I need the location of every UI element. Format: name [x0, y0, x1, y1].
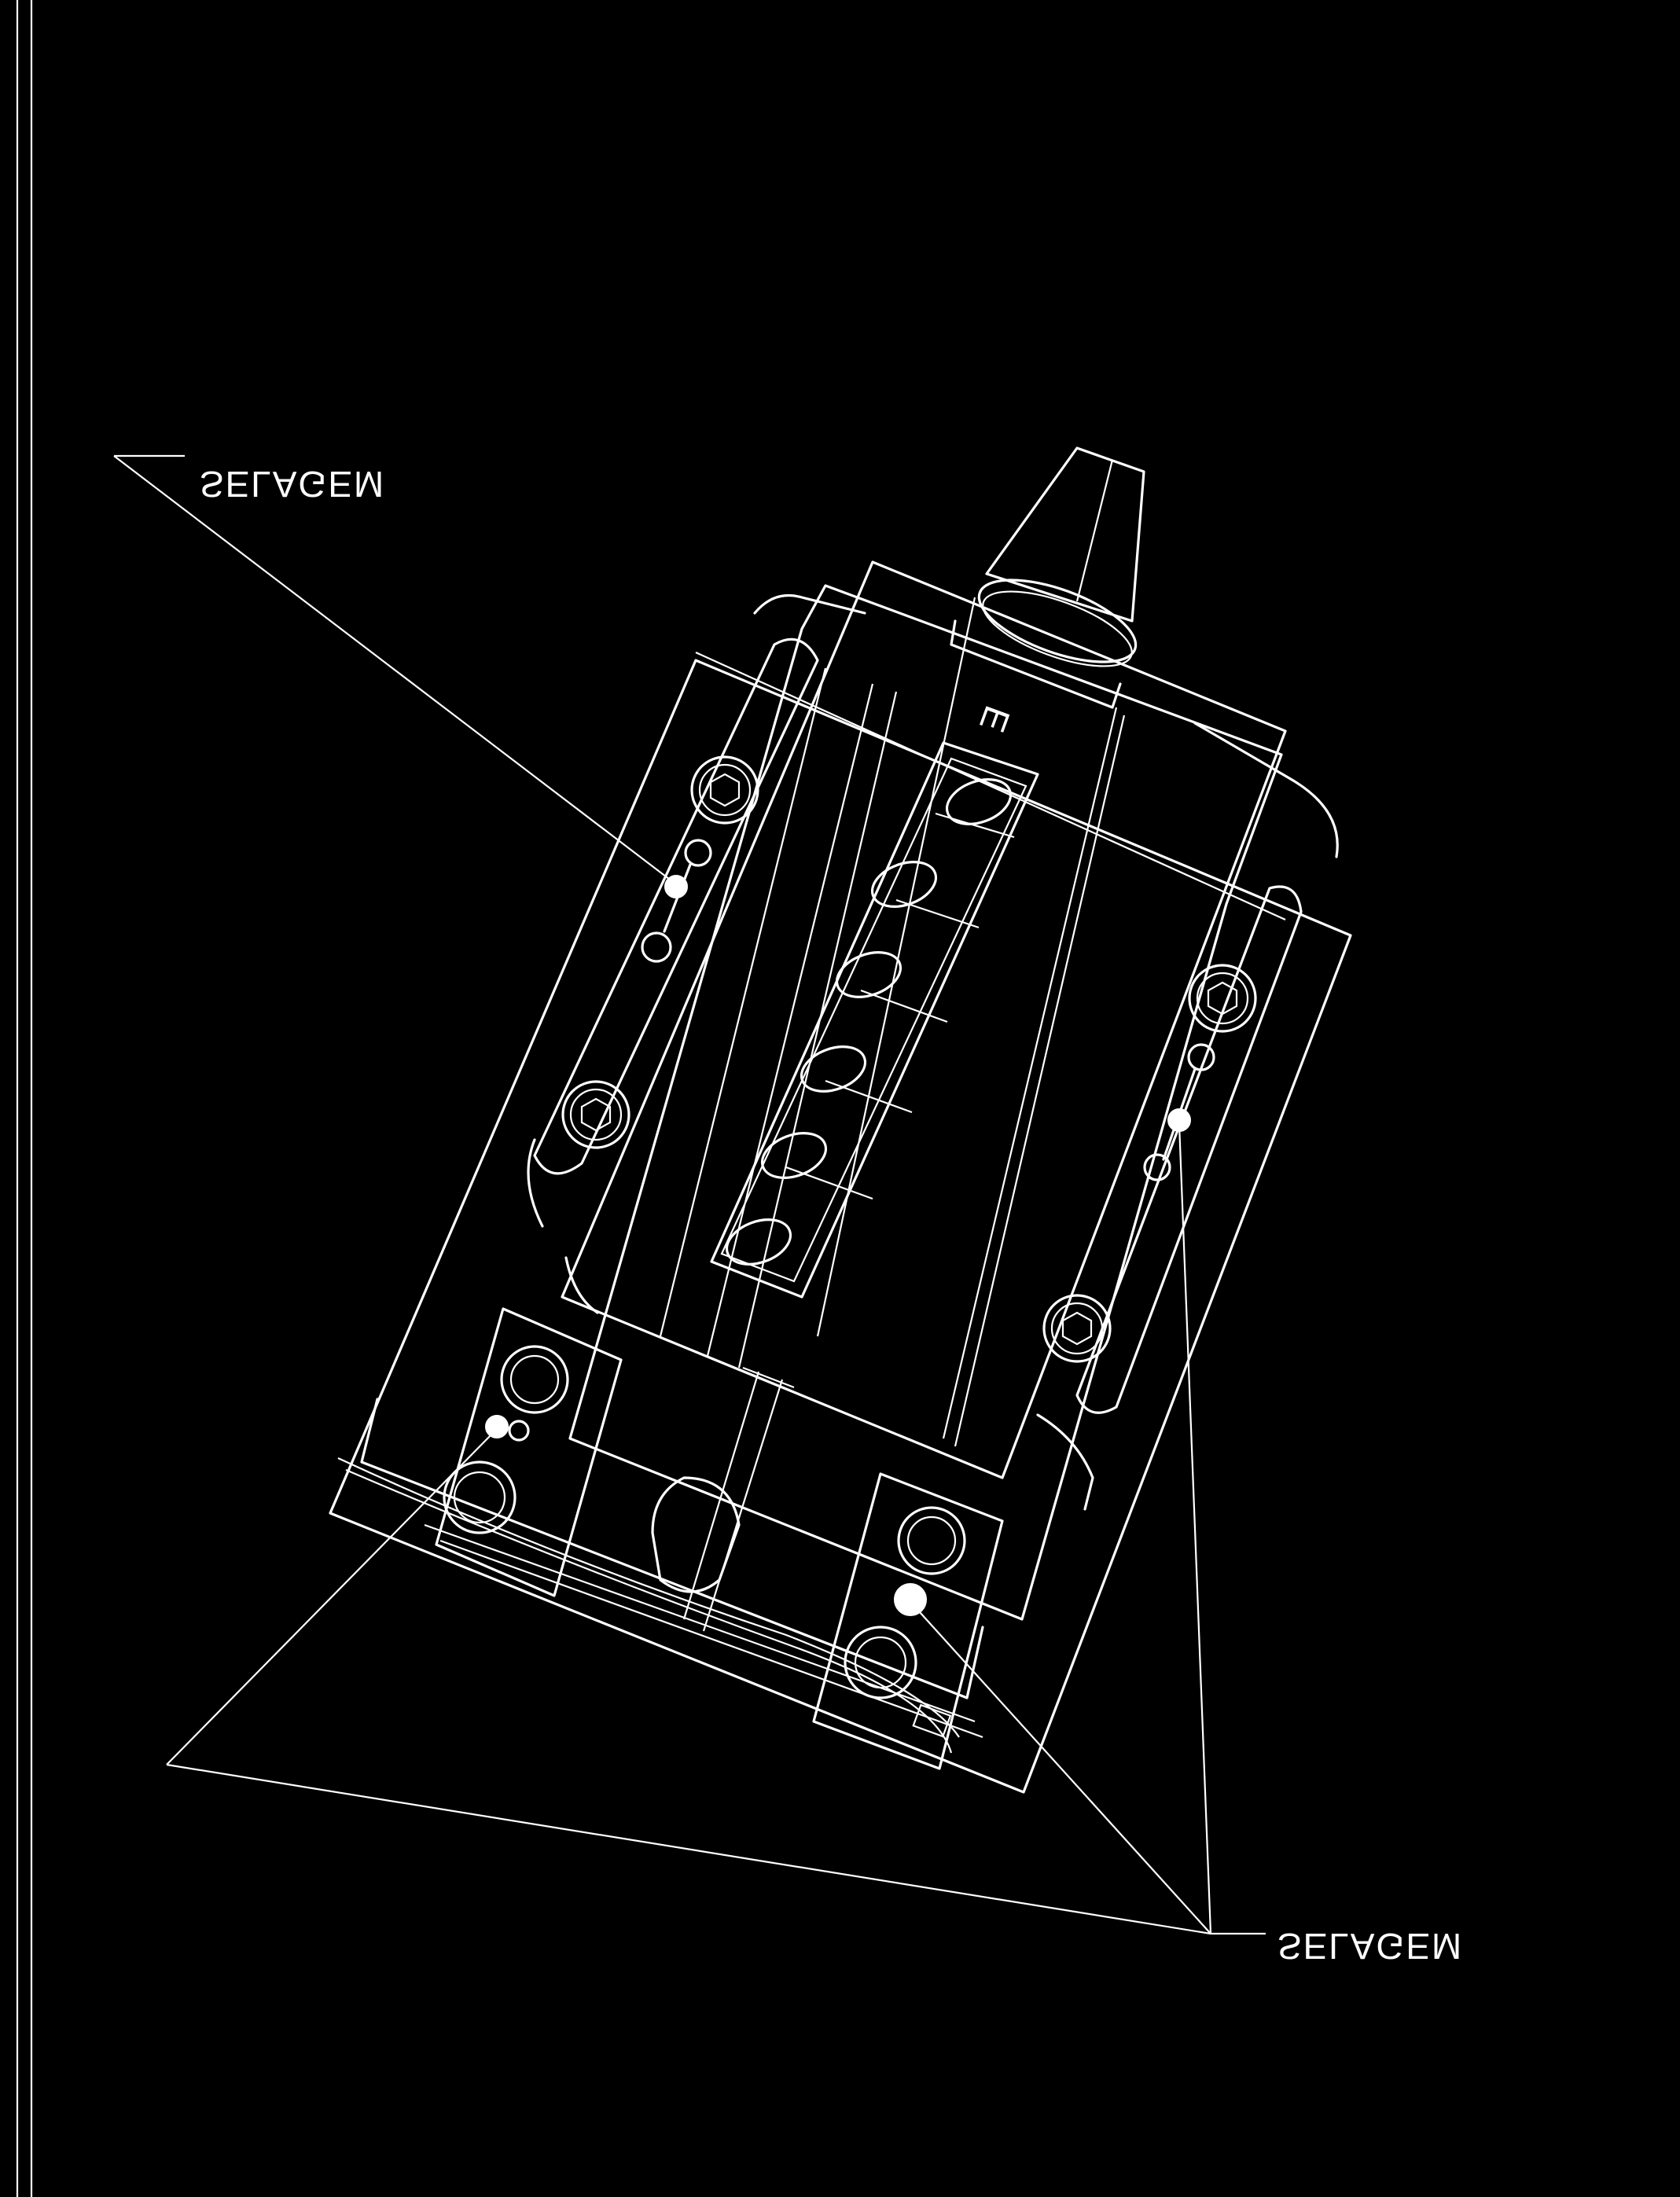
seal-strip [710, 741, 1039, 1299]
base-plate [329, 659, 1352, 1794]
bottom-bar [337, 1366, 984, 1754]
central-body [561, 560, 1287, 1479]
left-screw-bottom [561, 1080, 630, 1149]
callout-label-bottom: SELAGEM [1277, 1926, 1463, 1967]
body-inner-lines [659, 597, 1286, 1447]
assembly: E [329, 446, 1352, 1794]
lower-right-clamp [812, 1472, 1004, 1770]
callout-top-leaders [113, 454, 677, 885]
callout-label-top: SELAGEM [200, 464, 385, 505]
callout-bottom-leaders [166, 1123, 1266, 1935]
left-screw-top [690, 755, 759, 825]
inner-plate [568, 584, 1283, 1621]
right-screw-top [1188, 964, 1257, 1033]
right-slot [1075, 885, 1303, 1414]
frame-border [16, 0, 33, 2197]
nozzle [950, 446, 1145, 709]
right-screw-bottom [1042, 1294, 1112, 1363]
left-slot [533, 637, 819, 1175]
left-seal-wire [641, 839, 712, 963]
flange-outline [527, 593, 1339, 1511]
part-marking-E: E [971, 700, 1018, 739]
